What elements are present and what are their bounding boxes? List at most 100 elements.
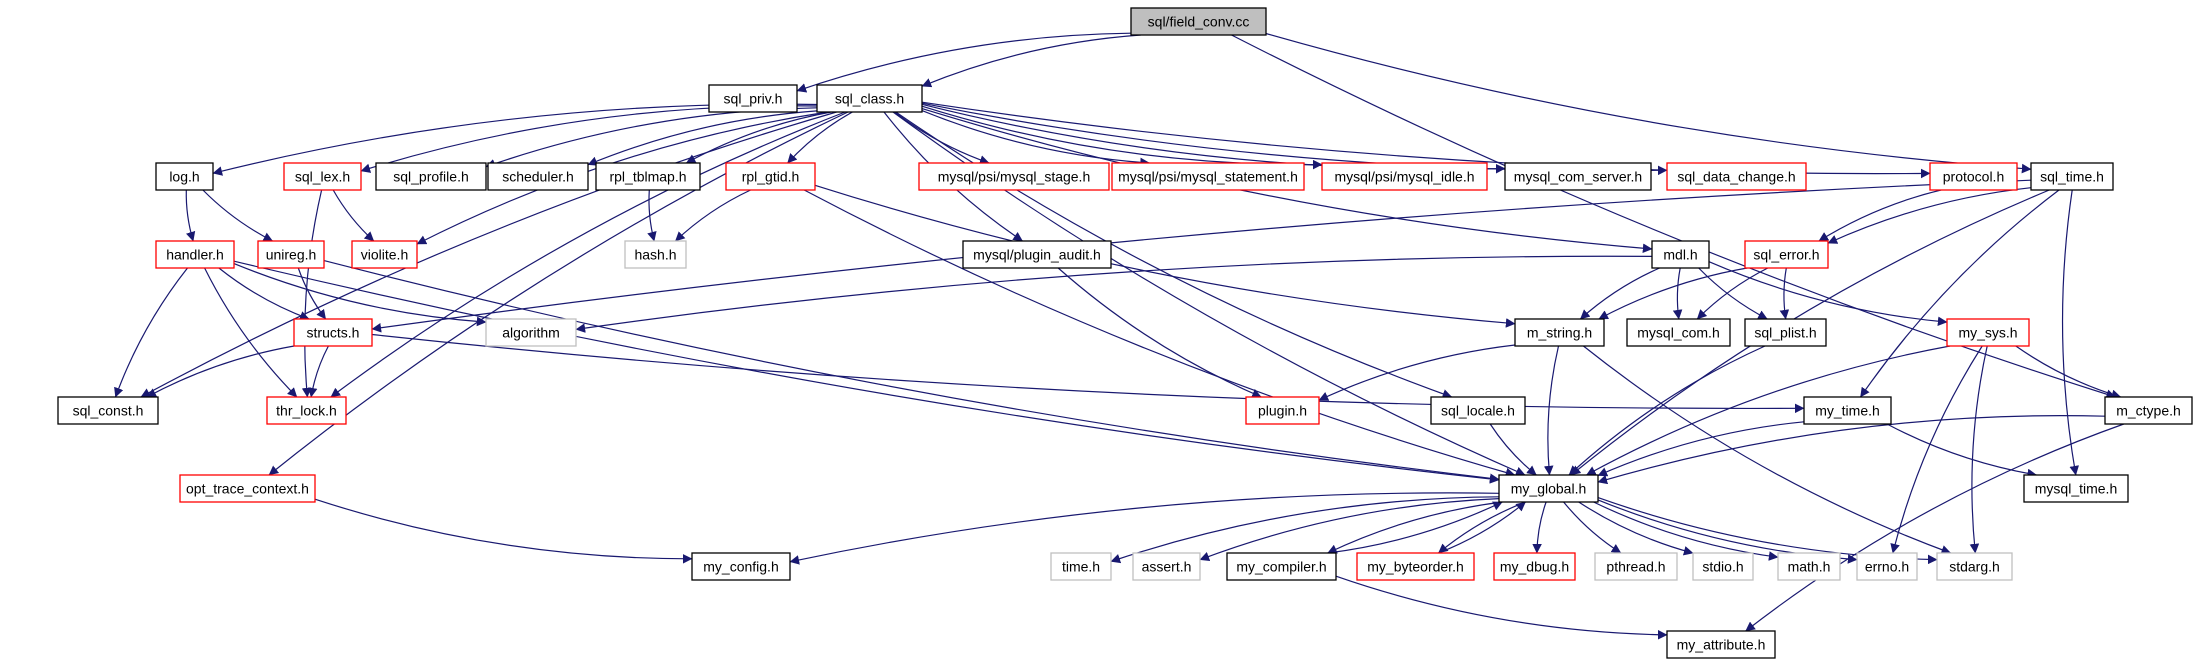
- node-sql_locale[interactable]: sql_locale.h: [1430, 396, 1526, 425]
- node-sql_priv[interactable]: sql_priv.h: [708, 84, 798, 113]
- node-box: [2023, 474, 2129, 503]
- node-box: [257, 240, 325, 269]
- edge-unireg-to-structs: [297, 267, 327, 320]
- node-label: rpl_gtid.h: [742, 169, 800, 185]
- node-my_dbug[interactable]: my_dbug.h: [1493, 552, 1576, 581]
- node-box: [1132, 552, 1201, 581]
- node-rpl_gtid[interactable]: rpl_gtid.h: [725, 162, 816, 191]
- node-my_compiler[interactable]: my_compiler.h: [1226, 552, 1337, 581]
- node-thr_lock[interactable]: thr_lock.h: [266, 396, 347, 425]
- node-time: time.h: [1050, 552, 1112, 581]
- node-label: my_global.h: [1511, 481, 1587, 497]
- node-mysql_com_server[interactable]: mysql_com_server.h: [1504, 162, 1652, 191]
- node-m_string[interactable]: m_string.h: [1514, 318, 1605, 347]
- node-unireg[interactable]: unireg.h: [257, 240, 325, 269]
- node-sql_time[interactable]: sql_time.h: [2030, 162, 2114, 191]
- node-sql_error[interactable]: sql_error.h: [1744, 240, 1829, 269]
- node-sql_const[interactable]: sql_const.h: [57, 396, 159, 425]
- node-box: [1356, 552, 1475, 581]
- node-label: my_time.h: [1815, 403, 1880, 419]
- node-box: [283, 162, 362, 191]
- node-label: sql_profile.h: [393, 169, 469, 185]
- node-box: [918, 162, 1110, 191]
- node-label: plugin.h: [1258, 403, 1307, 419]
- node-sql_profile[interactable]: sql_profile.h: [375, 162, 487, 191]
- edge-my_byteorder-to-my_global: [1438, 501, 1526, 554]
- node-plugin[interactable]: plugin.h: [1245, 396, 1320, 425]
- node-psi_idle[interactable]: mysql/psi/mysql_idle.h: [1321, 162, 1488, 191]
- edge-sql_class-to-mysql_com_server: [921, 103, 1506, 174]
- node-protocol[interactable]: protocol.h: [1929, 162, 2018, 191]
- edge-my_time-to-mysql_time: [1886, 423, 2037, 479]
- edge-handler-to-my_global: [233, 260, 1500, 484]
- node-label: my_compiler.h: [1236, 559, 1326, 575]
- edge-handler-to-structs: [218, 267, 310, 321]
- node-box: [1111, 162, 1305, 191]
- edge-my_global-to-my_config: [789, 492, 1500, 565]
- edge-sql_lex-to-violite: [332, 189, 375, 242]
- node-psi_statement[interactable]: mysql/psi/mysql_statement.h: [1111, 162, 1305, 191]
- edge-m_ctype-to-my_global: [1597, 415, 2106, 485]
- edge-my_global-to-stdarg: [1597, 497, 1938, 565]
- node-box: [1626, 318, 1731, 347]
- node-label: my_sys.h: [1958, 325, 2017, 341]
- node-m_ctype[interactable]: m_ctype.h: [2104, 396, 2193, 425]
- node-mysql_com[interactable]: mysql_com.h: [1626, 318, 1731, 347]
- node-my_attribute[interactable]: my_attribute.h: [1666, 630, 1776, 659]
- node-mysql_time[interactable]: mysql_time.h: [2023, 474, 2129, 503]
- edge-my_global-to-my_dbug: [1532, 501, 1547, 554]
- node-handler[interactable]: handler.h: [155, 240, 235, 269]
- node-box: [487, 162, 589, 191]
- edge-my_global-to-stdio: [1578, 501, 1694, 556]
- node-label: algorithm: [502, 325, 560, 341]
- node-rpl_tblmap[interactable]: rpl_tblmap.h: [595, 162, 701, 191]
- node-box: [2030, 162, 2114, 191]
- node-label: sql_class.h: [835, 91, 904, 107]
- node-my_time[interactable]: my_time.h: [1803, 396, 1892, 425]
- node-sql_plist[interactable]: sql_plist.h: [1744, 318, 1827, 347]
- node-label: my_byteorder.h: [1367, 559, 1464, 575]
- node-label: math.h: [1788, 559, 1831, 575]
- edge-rpl_gtid-to-m_string: [814, 184, 1516, 328]
- node-my_byteorder[interactable]: my_byteorder.h: [1356, 552, 1475, 581]
- edge-structs-to-sql_const: [146, 345, 295, 398]
- node-sql_class[interactable]: sql_class.h: [816, 84, 923, 113]
- node-assert: assert.h: [1132, 552, 1201, 581]
- node-scheduler[interactable]: scheduler.h: [487, 162, 589, 191]
- node-root[interactable]: sql/field_conv.cc: [1130, 7, 1267, 36]
- node-log[interactable]: log.h: [155, 162, 214, 191]
- edge-handler-to-sql_const: [114, 267, 188, 398]
- edge-handler-to-algorithm: [233, 263, 487, 327]
- node-box: [1498, 474, 1599, 503]
- node-mdl[interactable]: mdl.h: [1651, 240, 1710, 269]
- node-box: [816, 84, 923, 113]
- node-my_config[interactable]: my_config.h: [691, 552, 791, 581]
- node-my_sys[interactable]: my_sys.h: [1946, 318, 2030, 347]
- node-plugin_audit[interactable]: mysql/plugin_audit.h: [962, 240, 1112, 269]
- node-box: [2104, 396, 2193, 425]
- node-label: hash.h: [634, 247, 676, 263]
- edge-root-to-sql_time: [1265, 32, 2032, 174]
- node-opt_trace_context[interactable]: opt_trace_context.h: [179, 474, 316, 503]
- node-box: [293, 318, 373, 347]
- edge-structs-to-thr_lock: [307, 345, 329, 398]
- node-sql_lex[interactable]: sql_lex.h: [283, 162, 362, 191]
- edge-sql_class-to-psi_stage: [894, 111, 990, 165]
- edge-sql_class-to-violite: [416, 111, 828, 245]
- node-my_global[interactable]: my_global.h: [1498, 474, 1599, 503]
- node-structs[interactable]: structs.h: [293, 318, 373, 347]
- node-violite[interactable]: violite.h: [351, 240, 418, 269]
- node-box: [691, 552, 791, 581]
- node-label: mysql/psi/mysql_stage.h: [938, 169, 1091, 185]
- node-box: [1692, 552, 1754, 581]
- edge-log-to-handler: [185, 189, 196, 242]
- edge-sql_class-to-psi_statement: [921, 110, 1150, 168]
- edge-my_sys-to-stdarg: [1969, 345, 1988, 554]
- node-label: pthread.h: [1606, 559, 1665, 575]
- node-label: protocol.h: [1943, 169, 2004, 185]
- edge-unireg-to-my_global: [323, 260, 1500, 484]
- node-psi_stage[interactable]: mysql/psi/mysql_stage.h: [918, 162, 1110, 191]
- node-label: sql_priv.h: [724, 91, 783, 107]
- node-sql_data_change[interactable]: sql_data_change.h: [1666, 162, 1807, 191]
- edge-handler-to-thr_lock: [204, 267, 298, 398]
